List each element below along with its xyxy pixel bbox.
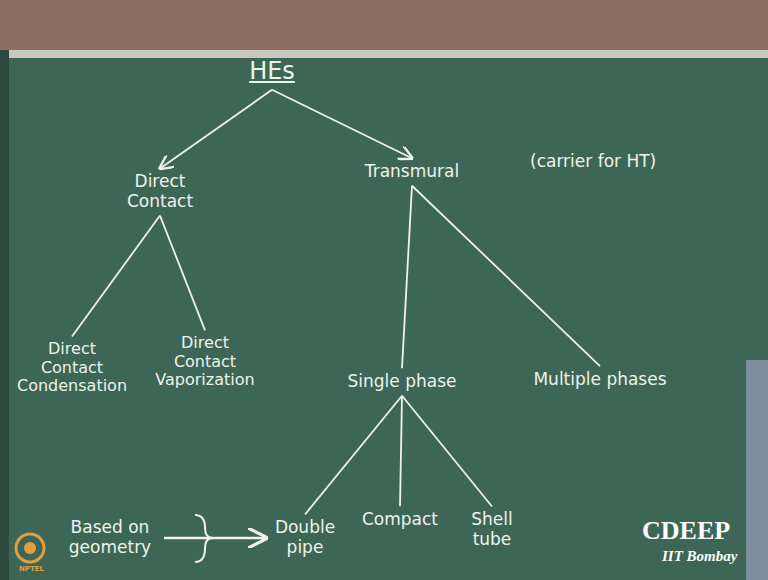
board-frame-left xyxy=(0,50,9,580)
term-text: Direct Contact Vaporization xyxy=(150,334,260,389)
tree-term: Single phase xyxy=(344,368,461,396)
term-text: Multiple phases xyxy=(533,370,666,390)
term-text: Double pipe xyxy=(270,518,340,557)
tree-term: Direct Contact Condensation xyxy=(13,336,131,399)
tree-term: Double pipe xyxy=(266,514,344,561)
term-text: Direct Contact Condensation xyxy=(17,340,127,395)
tree-branch xyxy=(400,396,402,506)
watermark: IIT Bombay xyxy=(662,548,737,565)
term-text: HEs xyxy=(249,58,295,86)
nptel-logo xyxy=(16,534,44,562)
tree-branch xyxy=(160,216,205,331)
wall xyxy=(0,0,768,50)
presenter xyxy=(746,360,768,580)
logo-ring xyxy=(16,534,44,562)
arrow xyxy=(272,90,412,158)
tree-branch xyxy=(402,396,492,507)
logo-center xyxy=(24,542,36,554)
tree-term: Direct Contact xyxy=(111,168,209,215)
board-frame-top xyxy=(0,50,768,58)
tree-term: Direct Contact Vaporization xyxy=(146,330,264,393)
tree-term: Shell tube xyxy=(458,506,526,553)
tree-branch xyxy=(402,186,412,368)
watermark: CDEEP xyxy=(642,516,730,546)
term-text: Transmural xyxy=(365,162,459,182)
arrow xyxy=(160,90,272,169)
logo-text: NPTEL xyxy=(19,565,44,573)
tree-term: Compact xyxy=(358,506,442,534)
tree-branch xyxy=(305,396,402,515)
arrow xyxy=(164,537,266,540)
term-text: Direct Contact xyxy=(115,172,205,211)
chalk-note: (carrier for HT) xyxy=(530,152,656,172)
tree-term: Transmural xyxy=(361,158,463,186)
term-text: Shell tube xyxy=(462,510,522,549)
tree-term: Multiple phases xyxy=(529,366,670,394)
term-text: Single phase xyxy=(348,372,457,392)
term-text: Based on geometry xyxy=(60,518,160,557)
tree-branch xyxy=(72,216,160,337)
tree-term: Based on geometry xyxy=(56,514,164,561)
tree-branch xyxy=(412,186,600,366)
root-term: HEs xyxy=(245,54,299,90)
term-text: Compact xyxy=(362,510,438,530)
